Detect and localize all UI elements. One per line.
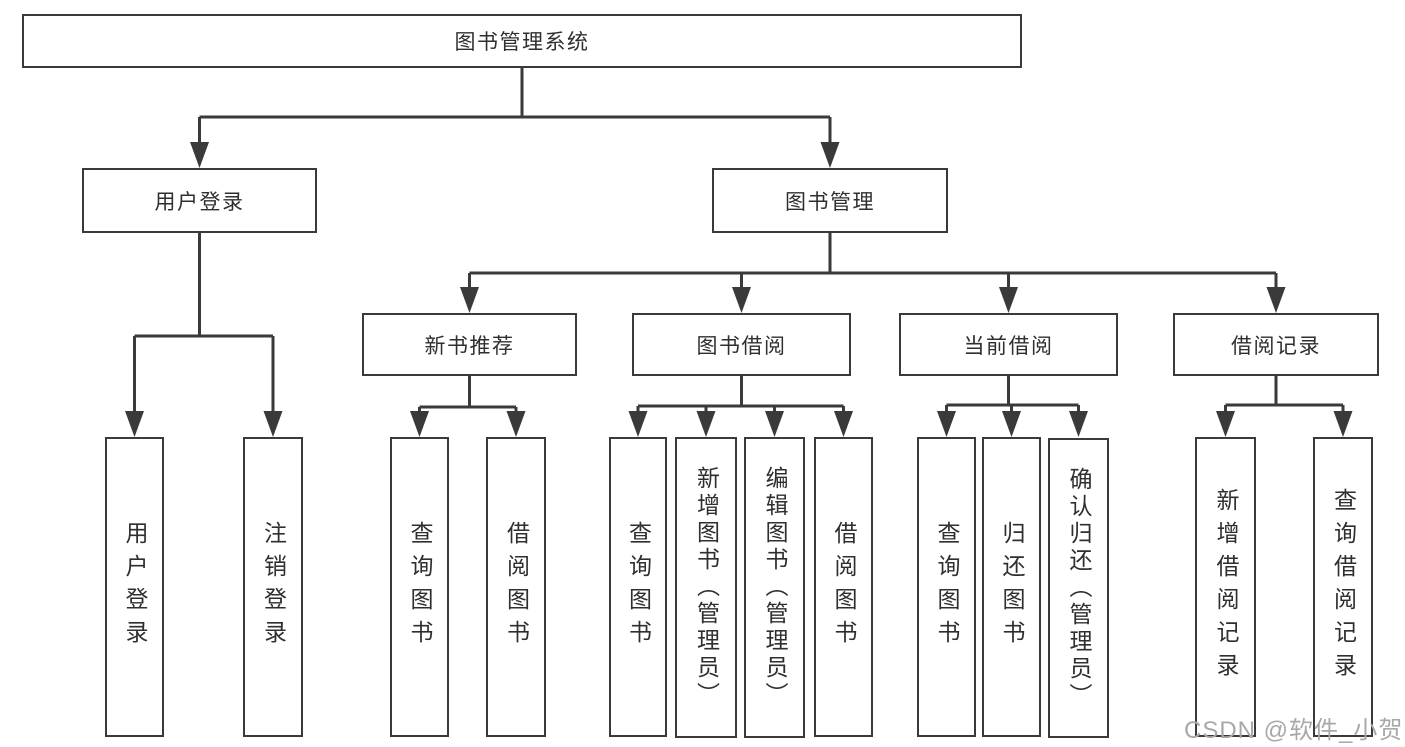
node-leaf-rec-query-book-label: 查询图书 (407, 521, 433, 653)
node-leaf-rec-borrow-book-label: 借阅图书 (503, 521, 530, 653)
node-user-login-label: 用户登录 (154, 190, 245, 214)
connector-borrow-records-children (1216, 376, 1353, 437)
node-new-book-recommend-label: 新书推荐 (424, 334, 515, 358)
node-leaf-br-add-record: 新增借阅记录 (1195, 437, 1256, 737)
node-leaf-cb-return-book-label: 归还图书 (999, 521, 1025, 653)
node-borrow-records-label: 借阅记录 (1231, 334, 1321, 358)
node-leaf-br-query-record-label: 查询借阅记录 (1330, 488, 1357, 686)
node-leaf-logout-label: 注销登录 (260, 521, 287, 653)
node-book-borrow: 图书借阅 (632, 313, 851, 376)
node-book-management: 图书管理 (712, 168, 948, 233)
node-leaf-logout: 注销登录 (243, 437, 303, 737)
node-root: 图书管理系统 (22, 14, 1022, 68)
node-leaf-bb-add-book-label: 新增图书（管理员） (693, 466, 720, 709)
node-leaf-cb-query-book: 查询图书 (917, 437, 976, 737)
node-book-borrow-label: 图书借阅 (696, 334, 787, 358)
node-leaf-br-add-record-label: 新增借阅记录 (1213, 488, 1239, 686)
node-book-management-label: 图书管理 (785, 190, 875, 214)
node-leaf-cb-return-book: 归还图书 (982, 437, 1041, 737)
node-leaf-bb-borrow-book-label: 借阅图书 (831, 521, 857, 653)
node-current-borrow: 当前借阅 (899, 313, 1118, 376)
connector-book-borrow-children (628, 376, 853, 437)
node-borrow-records: 借阅记录 (1173, 313, 1379, 376)
node-leaf-br-query-record: 查询借阅记录 (1313, 437, 1373, 737)
connector-new-book-recommend-children (410, 376, 526, 437)
node-leaf-cb-confirm-return: 确认归还（管理员） (1048, 438, 1109, 738)
connector-current-borrow-children (937, 376, 1088, 437)
node-root-label: 图书管理系统 (454, 31, 590, 54)
node-leaf-login-label: 用户登录 (122, 521, 148, 653)
connector-book-management-children (460, 233, 1286, 313)
node-new-book-recommend: 新书推荐 (362, 313, 577, 376)
node-leaf-bb-query-book: 查询图书 (609, 437, 667, 737)
node-user-login: 用户登录 (82, 168, 317, 233)
node-leaf-bb-borrow-book: 借阅图书 (814, 437, 873, 737)
csdn-watermark: CSDN @软件_小贺同学 (1184, 717, 1405, 744)
node-leaf-bb-edit-book-label: 编辑图书（管理员） (762, 466, 788, 709)
connector-user-login-children (125, 233, 283, 437)
node-leaf-rec-borrow-book: 借阅图书 (486, 437, 546, 737)
node-leaf-bb-query-book-label: 查询图书 (625, 521, 652, 653)
node-leaf-bb-add-book: 新增图书（管理员） (675, 437, 737, 738)
connector-root-to-level2 (190, 68, 840, 168)
node-leaf-bb-edit-book: 编辑图书（管理员） (744, 437, 805, 738)
node-leaf-login: 用户登录 (105, 437, 164, 737)
node-current-borrow-label: 当前借阅 (963, 334, 1054, 358)
node-leaf-cb-confirm-return-label: 确认归还（管理员） (1066, 466, 1092, 710)
node-leaf-rec-query-book: 查询图书 (390, 437, 449, 737)
node-leaf-cb-query-book-label: 查询图书 (934, 521, 960, 653)
